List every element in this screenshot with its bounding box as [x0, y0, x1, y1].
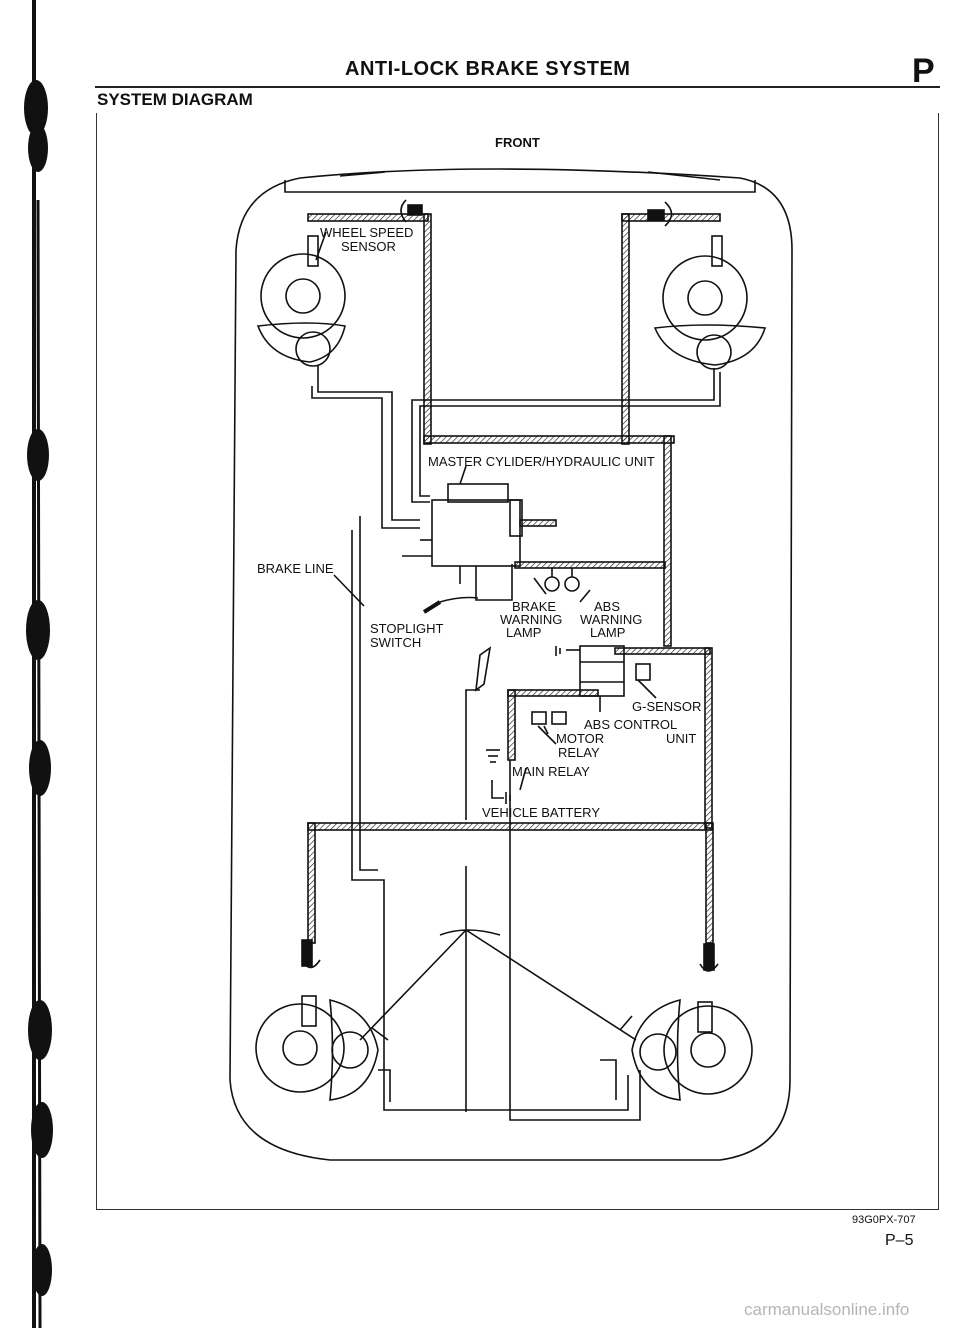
wiring-harness: [507, 689, 599, 697]
watermark: carmanualsonline.info: [744, 1300, 910, 1319]
brake-line: [509, 760, 641, 1121]
rear-right-wheel: [631, 943, 753, 1101]
stoplight-switch-label: SWITCH: [370, 635, 422, 650]
wiring-harness: [663, 435, 672, 647]
binder-hole: [32, 1244, 52, 1296]
brake-line: [351, 530, 629, 1111]
abs-control-unit: [579, 645, 625, 697]
header-rule: [95, 86, 940, 88]
abs-control-unit-label: ABS CONTROL: [584, 717, 678, 732]
abs-warning-lamp: [564, 576, 580, 592]
abs-warning-lamp-label: ABS: [594, 599, 621, 614]
stoplight-switch: [422, 600, 442, 614]
wiring-harness: [514, 561, 666, 569]
abs-control-unit-label: UNIT: [666, 731, 697, 746]
binder-hole: [24, 80, 48, 136]
wiring-harness: [423, 435, 675, 444]
motor-relay-label: MOTOR: [556, 731, 605, 746]
wheel-speed-sensor-label: WHEEL SPEED: [320, 225, 414, 240]
main-relay: [551, 711, 567, 725]
abs-warning-lamp-label: WARNING: [580, 612, 643, 627]
figure-code: 93G0PX-707: [852, 1214, 916, 1226]
brake-line: [311, 386, 420, 529]
front-right-wheel: [653, 235, 767, 370]
g-sensor: [635, 663, 651, 681]
front-left-wheel: [256, 235, 346, 367]
motor-relay: [531, 711, 547, 725]
binder-hole: [31, 1102, 53, 1158]
wheel-speed-sensor-fl: [407, 204, 423, 216]
binder-hole: [26, 600, 50, 660]
brake-warning-lamp-label: LAMP: [506, 625, 542, 640]
vehicle-body-outline: [229, 168, 793, 1161]
front-label: FRONT: [495, 135, 540, 150]
binder-hole: [28, 124, 48, 172]
g-sensor-label: G-SENSOR: [632, 699, 702, 714]
main-relay-label: MAIN RELAY: [512, 764, 590, 779]
section-title: SYSTEM DIAGRAM: [97, 90, 253, 109]
rear-axle-triangle: [359, 929, 637, 1041]
vehicle-battery-label: VEHICLE BATTERY: [482, 805, 600, 820]
master-cylinder-label: MASTER CYLIDER/HYDRAULIC UNIT: [428, 454, 655, 469]
wheel-speed-sensor-label: SENSOR: [341, 239, 396, 254]
rear-left-wheel: [255, 939, 379, 1101]
brake-line: [378, 1069, 391, 1102]
brake-warning-lamp: [544, 576, 560, 592]
page-number: P–5: [885, 1232, 914, 1249]
binder-hole: [28, 1000, 52, 1060]
diagram-frame: [96, 113, 939, 1210]
wiring-harness: [307, 822, 316, 944]
battery-wire: [491, 780, 504, 799]
brake-line: [600, 1059, 617, 1100]
wiring-harness: [507, 689, 516, 761]
stoplight-switch-label: STOPLIGHT: [370, 621, 444, 636]
brake-line: [411, 368, 715, 503]
wiring-harness: [423, 213, 432, 445]
wiring-harness: [621, 213, 630, 445]
binder-hole: [27, 429, 49, 481]
brake-line: [317, 366, 420, 521]
motor-relay-label: RELAY: [558, 745, 600, 760]
master-cylinder-hydraulic-unit: [431, 499, 521, 567]
abs-warning-lamp-label: LAMP: [590, 625, 626, 640]
brake-line: [359, 516, 378, 871]
front-bumper: [284, 180, 756, 193]
page-title: ANTI-LOCK BRAKE SYSTEM: [345, 58, 631, 80]
wiring-harness: [705, 822, 714, 944]
brake-warning-lamp-label: WARNING: [500, 612, 563, 627]
brake-warning-lamp-label: BRAKE: [512, 599, 557, 614]
wiring-harness: [519, 519, 557, 527]
wheel-speed-sensor-fr: [647, 209, 665, 221]
binder-hole: [29, 740, 51, 796]
binder-strip: [24, 0, 53, 1328]
brake-line: [419, 372, 721, 497]
wiring-harness: [614, 647, 711, 655]
brake-line-label: BRAKE LINE: [257, 561, 334, 576]
wiring-harness: [704, 647, 713, 829]
section-letter: P: [912, 52, 935, 90]
